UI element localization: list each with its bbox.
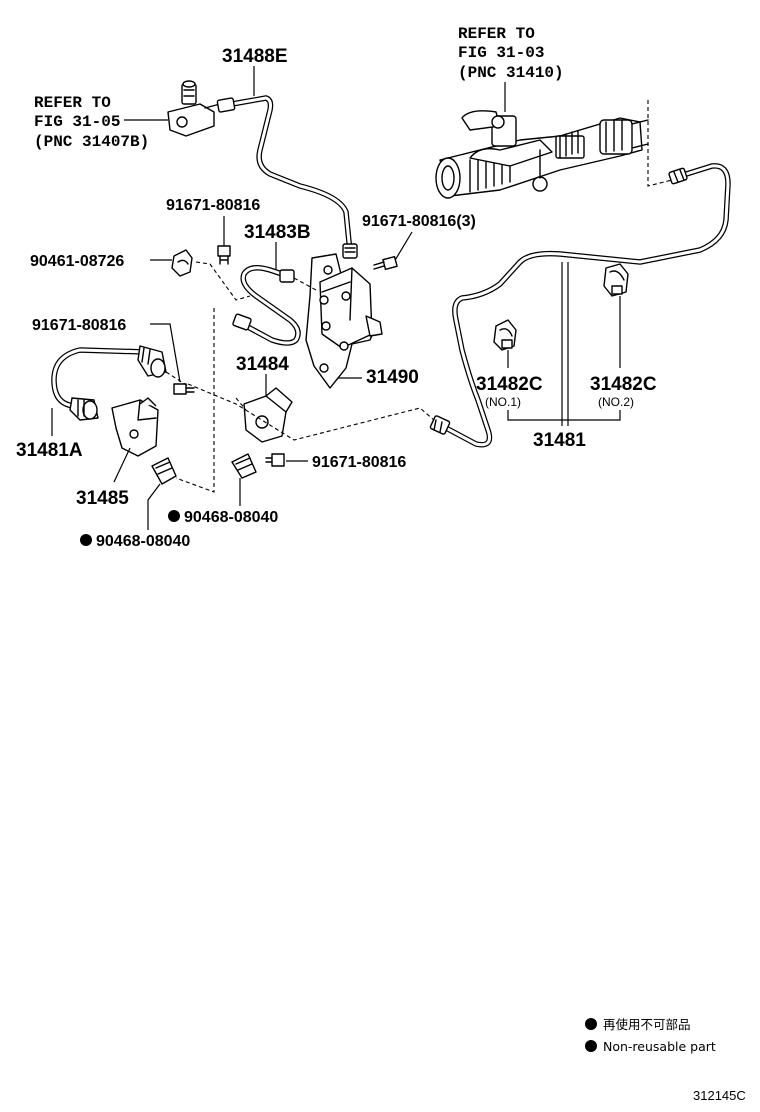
clip-90468-center	[231, 453, 257, 479]
dash-assembly-left	[175, 308, 215, 493]
legend-dot-en	[585, 1040, 597, 1052]
bolt-91671-c	[173, 383, 195, 395]
refer-left-line1: REFER TO	[34, 94, 111, 112]
label-31484: 31484	[236, 354, 289, 375]
clamp-31482c-no1	[493, 319, 517, 351]
label-31488e: 31488E	[222, 46, 288, 67]
leader-clip-90468-left	[147, 483, 161, 530]
dash-right-top	[647, 100, 681, 187]
label-31482c-no2: 31482C	[590, 374, 657, 395]
bracket-31484	[243, 387, 293, 443]
label-31490: 31490	[366, 367, 419, 388]
pipe-31488e	[216, 95, 358, 259]
master-cylinder-31410	[435, 110, 649, 199]
valve-31490	[305, 253, 383, 389]
leader-31485	[113, 447, 131, 483]
label-bolt-91671-b: 91671-80816(3)	[362, 213, 476, 230]
fitting-31407b	[167, 80, 221, 137]
clamp-31482c-no2	[603, 263, 629, 297]
label-31483b: 31483B	[244, 222, 311, 243]
label-31481a: 31481A	[16, 440, 83, 461]
legend-en: Non-reusable part	[603, 1039, 716, 1054]
bracket-31485	[111, 397, 159, 457]
refer-right-line1: REFER TO	[458, 25, 535, 43]
nonreusable-mark-b	[80, 534, 92, 546]
label-bolt-91671-c: 91671-80816	[32, 317, 126, 334]
pipe-31481	[429, 163, 731, 448]
legend-dot-jp	[585, 1018, 597, 1030]
label-no2: (NO.2)	[598, 395, 634, 409]
bolt-91671-b	[373, 255, 398, 271]
dash-clip	[195, 261, 251, 301]
figure-id: 312145C	[693, 1088, 746, 1103]
label-31481: 31481	[533, 430, 586, 451]
nonreusable-mark-a	[168, 510, 180, 522]
dash-assembly-bottom	[187, 383, 435, 441]
bolt-91671-d	[265, 453, 285, 467]
refer-right-line2: FIG 31-03	[458, 44, 544, 62]
dash-31484	[235, 397, 247, 411]
label-bolt-91671-d: 91671-80816	[312, 454, 406, 471]
bolt-91671-a	[217, 245, 231, 265]
dash-hose-a	[165, 371, 189, 387]
leader-bolt-91671-b	[393, 231, 413, 263]
refer-right-line3: (PNC 31410)	[458, 64, 564, 82]
label-31485: 31485	[76, 488, 129, 509]
clip-90468-left	[151, 457, 177, 485]
label-bolt-91671-a: 91671-80816	[166, 197, 260, 214]
refer-left-line3: (PNC 31407B)	[34, 133, 149, 151]
bracket-31481	[507, 410, 621, 421]
refer-left-line2: FIG 31-05	[34, 113, 120, 131]
label-31482c-no1: 31482C	[476, 374, 543, 395]
hose-31483b	[232, 265, 301, 346]
legend-jp: 再使用不可部品	[603, 1017, 691, 1032]
leader-bolt-91671-c	[150, 323, 181, 383]
label-no1: (NO.1)	[485, 395, 521, 409]
hose-31481a	[51, 345, 167, 421]
label-clip-90461: 90461-08726	[30, 253, 124, 270]
label-clip-90468-b: 90468-08040	[96, 533, 190, 550]
clip-90461	[171, 249, 193, 277]
label-clip-90468-a: 90468-08040	[184, 509, 278, 526]
